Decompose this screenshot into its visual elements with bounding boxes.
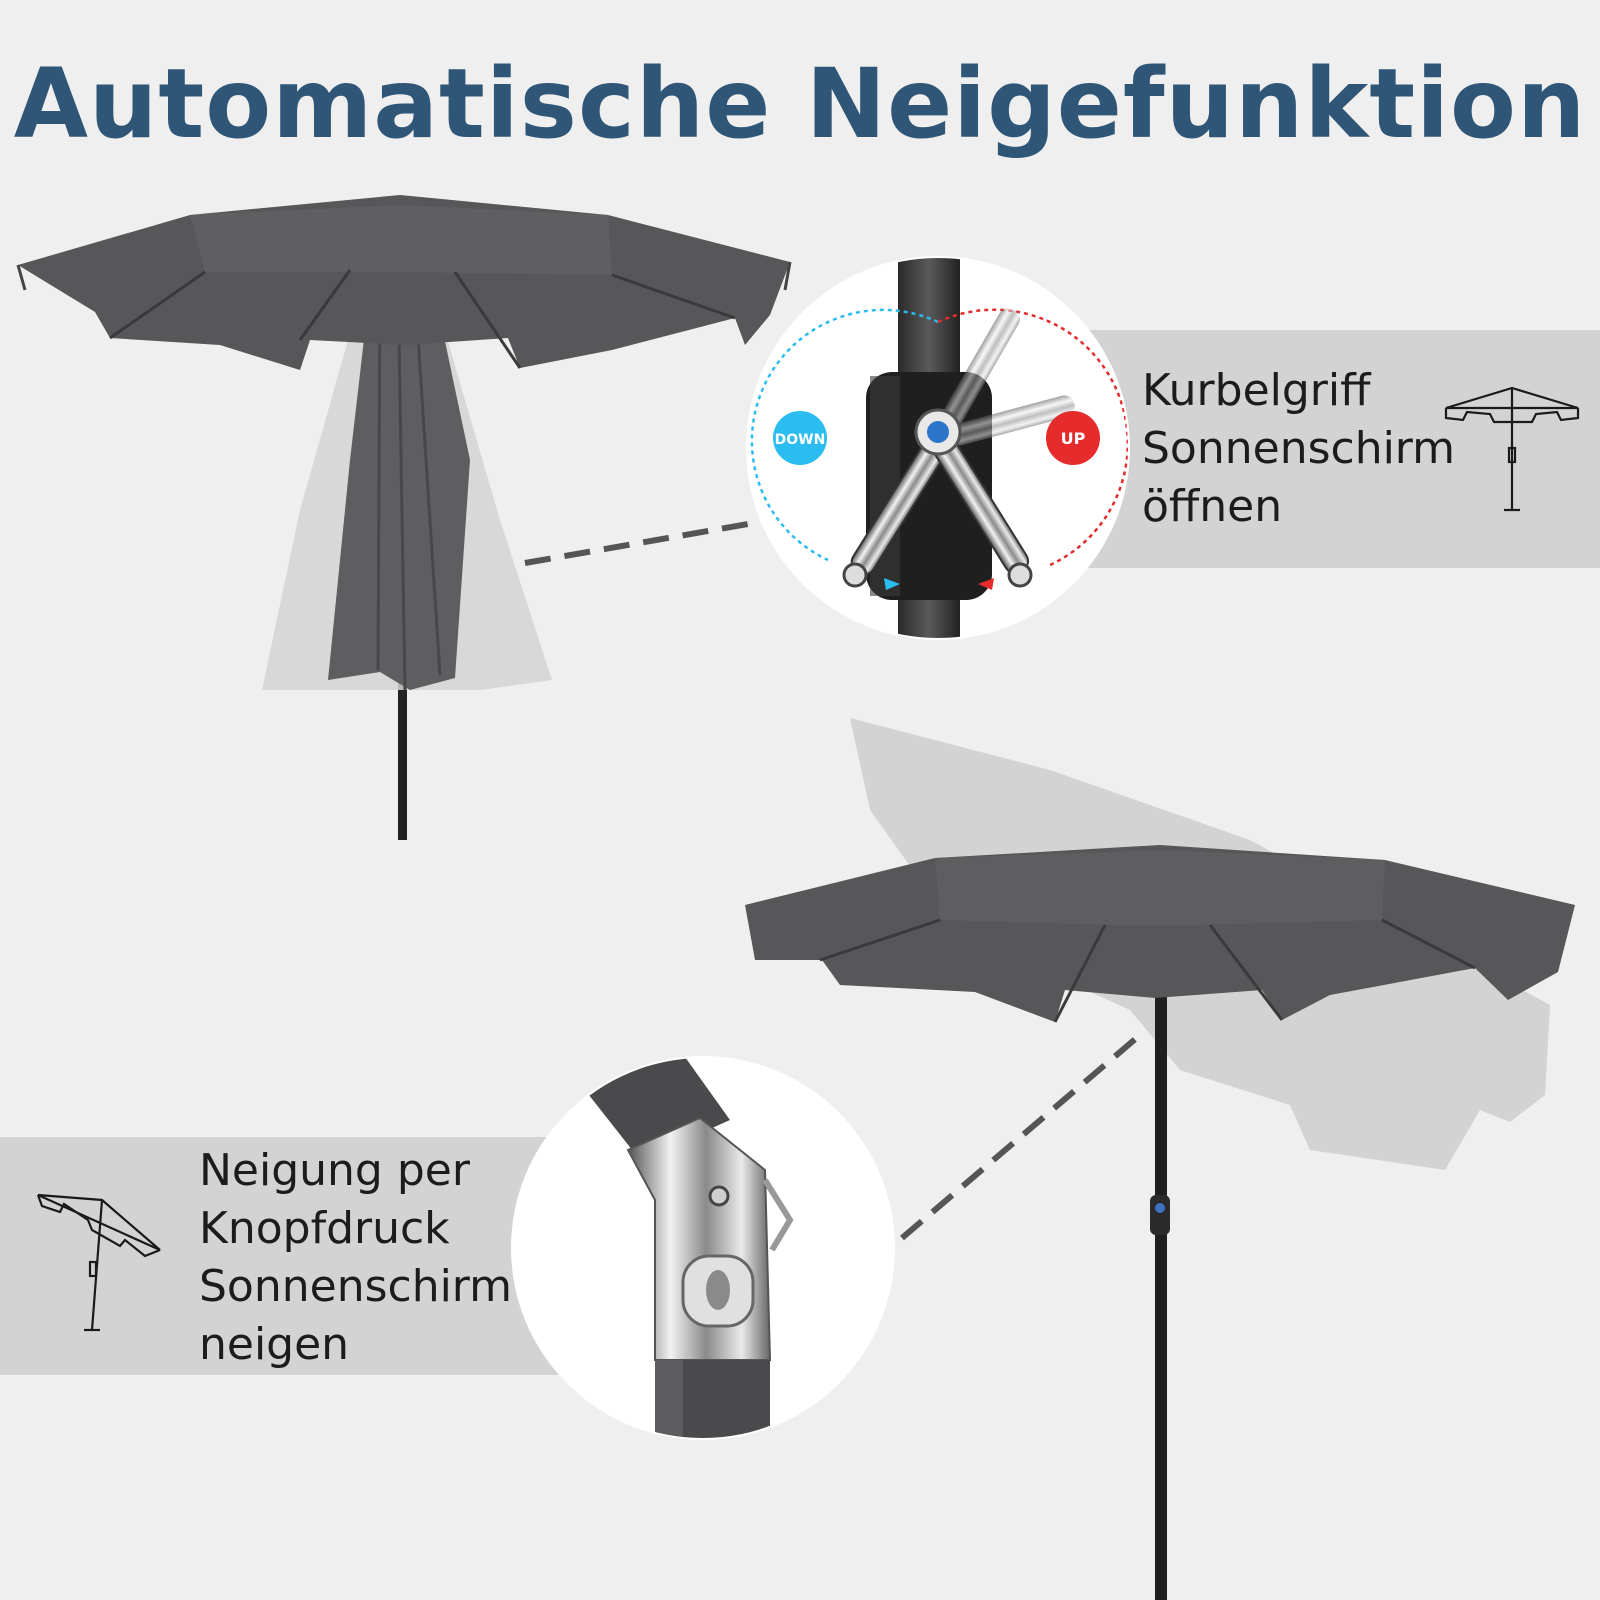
tilted-umbrella-icon: [36, 1193, 161, 1332]
tilt-button-detail: [511, 1056, 895, 1440]
tilt-caption-band: [0, 1137, 570, 1375]
tilt-caption-line-3: Sonnenschirm: [199, 1261, 512, 1312]
up-badge: [1046, 411, 1100, 465]
tilted-umbrella-image: [745, 718, 1575, 1600]
up-label: UP: [1061, 429, 1086, 448]
down-badge: [773, 411, 827, 465]
tilt-caption-line-2: Knopfdruck: [199, 1203, 450, 1254]
crank-caption-line-2: Sonnenschirm: [1142, 423, 1455, 474]
crank-handle-detail: [746, 256, 1130, 640]
tilt-caption-line-4: neigen: [199, 1319, 350, 1370]
crank-caption: Kurbelgriff Sonnenschirm öffnen: [1142, 362, 1455, 536]
tilt-caption: Neigung per Knopfdruck Sonnenschirm neig…: [199, 1142, 512, 1374]
down-label: DOWN: [775, 432, 826, 448]
tilt-caption-line-1: Neigung per: [199, 1145, 470, 1196]
open-umbrella-image: [16, 195, 792, 840]
connector-line: [524, 518, 766, 566]
crank-caption-line-3: öffnen: [1142, 481, 1283, 532]
page-title: Automatische Neigefunktion: [13, 48, 1587, 160]
crank-caption-line-1: Kurbelgriff: [1142, 365, 1371, 416]
crank-umbrella-icon: [1444, 386, 1580, 512]
connector-line: [900, 1032, 1142, 1241]
